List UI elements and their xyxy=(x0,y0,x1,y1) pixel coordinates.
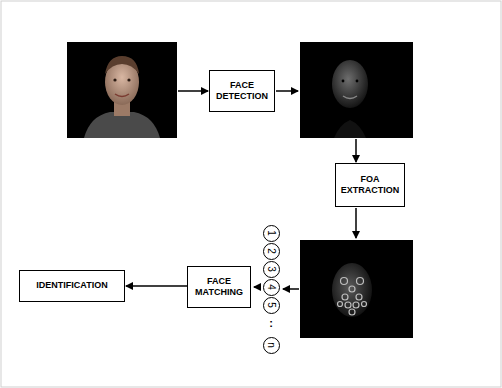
callout-number: n xyxy=(266,342,276,348)
number-circle: 5 xyxy=(263,297,280,314)
feature-points-photo xyxy=(300,240,413,338)
callout-number: 3 xyxy=(266,266,276,272)
callout-number: 4 xyxy=(266,284,276,290)
flow-arrow xyxy=(126,285,187,287)
face-photo-dark xyxy=(300,42,413,138)
callout-number: 1 xyxy=(266,230,276,236)
face-photo xyxy=(67,42,177,138)
callout-number: 5 xyxy=(266,302,276,308)
process-box: IDENTIFICATION xyxy=(19,270,125,302)
box-label: FOA EXTRACTION xyxy=(340,174,400,197)
number-circle: n xyxy=(263,337,280,354)
box-label: IDENTIFICATION xyxy=(36,280,107,291)
box-label: FACE MATCHING xyxy=(192,276,246,299)
number-circle: 3 xyxy=(263,261,280,278)
ellipsis-mark: : xyxy=(269,318,273,329)
process-box: FACE DETECTION xyxy=(209,70,275,112)
box-label: FACE DETECTION xyxy=(214,80,270,103)
number-circle: 1 xyxy=(263,225,280,242)
process-box: FACE MATCHING xyxy=(187,266,251,308)
number-circle: 2 xyxy=(263,243,280,260)
callout-number: 2 xyxy=(266,248,276,254)
process-box: FOA EXTRACTION xyxy=(335,163,405,207)
number-circle: 4 xyxy=(263,279,280,296)
flow-arrows xyxy=(178,91,356,289)
